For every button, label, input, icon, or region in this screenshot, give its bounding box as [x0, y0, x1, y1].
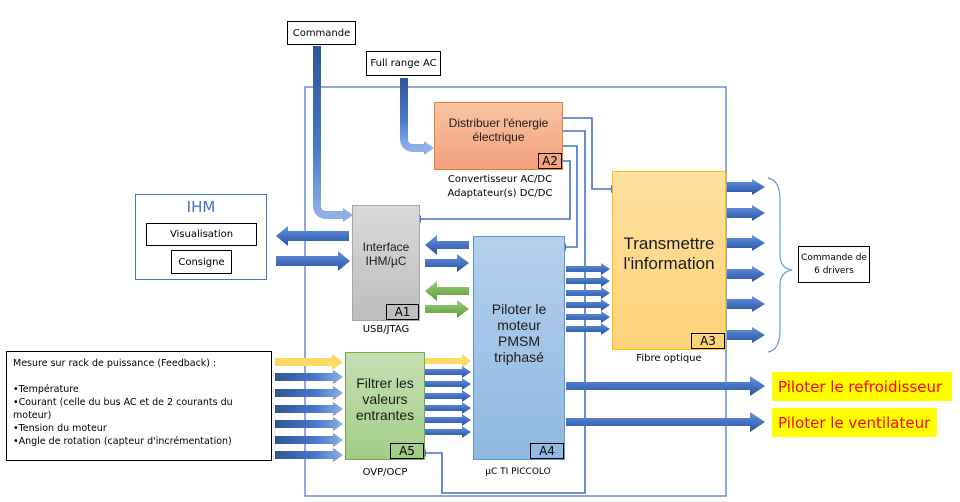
block-a5-id: A5	[390, 443, 424, 459]
a4-to-a3-arrow	[566, 299, 610, 311]
block-a4-label: Piloter le moteur PMSM triphasé	[491, 301, 547, 365]
block-a4-piloter-moteur: Piloter le moteur PMSM triphasé A4	[473, 236, 565, 460]
arrow-a1-to-a4-green	[425, 300, 469, 318]
a3-to-driver-arrow	[727, 205, 765, 221]
a3-output-arrows	[727, 179, 765, 343]
drivers-command-box: Commande de 6 drivers	[798, 246, 870, 283]
block-a4-id: A4	[530, 443, 564, 459]
consigne-box: Consigne	[171, 250, 232, 274]
block-a2-caption: Convertisseur AC/DC Adaptateur(s) DC/DC	[430, 173, 570, 201]
arrow-to-ventilateur	[566, 412, 765, 432]
energy-distribution-lines	[421, 117, 611, 494]
a3-to-driver-arrow	[727, 266, 765, 282]
block-a3-id: A3	[691, 333, 725, 349]
arrow-ihm-to-a1	[276, 251, 350, 271]
a5-to-a4-arrows	[425, 366, 471, 438]
feedback-item: •Courant (celle du bus AC et de 2 couran…	[13, 397, 233, 421]
full-range-ac-box: Full range AC	[366, 51, 441, 76]
a4-to-a3-arrow	[566, 311, 610, 323]
a5-to-a4-arrow	[425, 426, 471, 438]
a4-to-a3-arrow	[566, 287, 610, 299]
feedback-arrow	[275, 386, 343, 400]
feedback-arrow	[275, 448, 343, 462]
commande-arrowhead	[343, 208, 353, 222]
a4-to-a3-arrow	[566, 323, 610, 335]
system-boundary-frame	[304, 86, 727, 497]
commande-box: Commande	[287, 21, 356, 45]
a3-to-driver-arrow	[727, 296, 765, 312]
ihm-title: IHM	[186, 198, 216, 216]
a5-to-a4-arrow	[425, 366, 471, 378]
feedback-arrow	[275, 433, 343, 447]
arrow-a1-to-a4	[425, 254, 469, 272]
ihm-panel: IHM Visualisation Consigne	[135, 194, 267, 280]
feedback-arrows	[275, 370, 343, 462]
a4-to-a3-arrow	[566, 275, 610, 287]
a3-to-driver-arrow	[727, 179, 765, 195]
block-a2-caption-line2: Adaptateur(s) DC/DC	[447, 188, 553, 199]
output-refroidisseur: Piloter le refroidisseur	[772, 372, 952, 401]
a3-to-driver-arrow	[727, 327, 765, 343]
block-a5-filtrer: Filtrer les valeurs entrantes A5	[345, 352, 425, 460]
a3-to-driver-arrow	[727, 235, 765, 251]
block-a2-label: Distribuer l'énergie électrique	[448, 116, 549, 144]
block-a5-caption: OVP/OCP	[362, 467, 408, 478]
block-a3-transmettre: Transmettre l'information A3	[612, 171, 726, 350]
visualisation-box: Visualisation	[146, 223, 257, 246]
drivers-brace	[767, 177, 793, 353]
commande-arrow	[313, 46, 343, 219]
a4-to-a3-arrow	[566, 263, 610, 275]
feedback-title: Mesure sur rack de puissance (Feedback) …	[13, 358, 217, 369]
arrow-a4-to-a1	[425, 235, 469, 255]
feedback-arrow-yellow	[275, 354, 343, 370]
arrow-to-refroidisseur	[566, 376, 765, 396]
feedback-arrow	[275, 370, 343, 384]
feedback-item: •Angle de rotation (capteur d'incrémenta…	[13, 436, 232, 447]
arrow-a4-to-a1-green	[425, 281, 469, 301]
block-a1-id: A1	[386, 304, 419, 320]
block-a1-caption: USB/JTAG	[362, 324, 410, 335]
block-a2-id: A2	[538, 153, 562, 169]
block-a3-label: Transmettre l'information	[623, 233, 715, 273]
feedback-list: •Température •Courant (celle du bus AC et…	[13, 383, 265, 448]
block-a4-caption: µC TI PICCOLO	[485, 467, 551, 477]
feedback-measurements-box: Mesure sur rack de puissance (Feedback) …	[6, 351, 272, 461]
a4-to-a3-arrows	[566, 263, 610, 335]
block-a5-label: Filtrer les valeurs entrantes	[355, 375, 415, 423]
block-a1-label: Interface IHM/µC	[362, 240, 410, 268]
block-a2-caption-line1: Convertisseur AC/DC	[447, 174, 553, 185]
feedback-arrow	[275, 402, 343, 416]
full-range-ac-arrow	[400, 78, 425, 152]
output-ventilateur: Piloter le ventilateur	[772, 408, 937, 437]
a5-to-a4-arrow-yellow	[425, 354, 471, 368]
feedback-item: •Température	[13, 384, 79, 395]
block-a2-distribuer-energie: Distribuer l'énergie électrique A2	[434, 102, 563, 170]
a5-to-a4-arrow	[425, 402, 471, 414]
a5-to-a4-arrow	[425, 390, 471, 402]
a5-to-a4-arrow	[425, 414, 471, 426]
block-a3-caption: Fibre optique	[636, 353, 702, 364]
block-a1-interface: Interface IHM/µC A1	[352, 205, 420, 321]
full-range-ac-arrowhead	[424, 141, 434, 155]
feedback-arrow	[275, 417, 343, 431]
feedback-item: •Tension du moteur	[13, 423, 107, 434]
arrow-a1-to-ihm	[276, 226, 349, 246]
a5-to-a4-arrow	[425, 378, 471, 390]
